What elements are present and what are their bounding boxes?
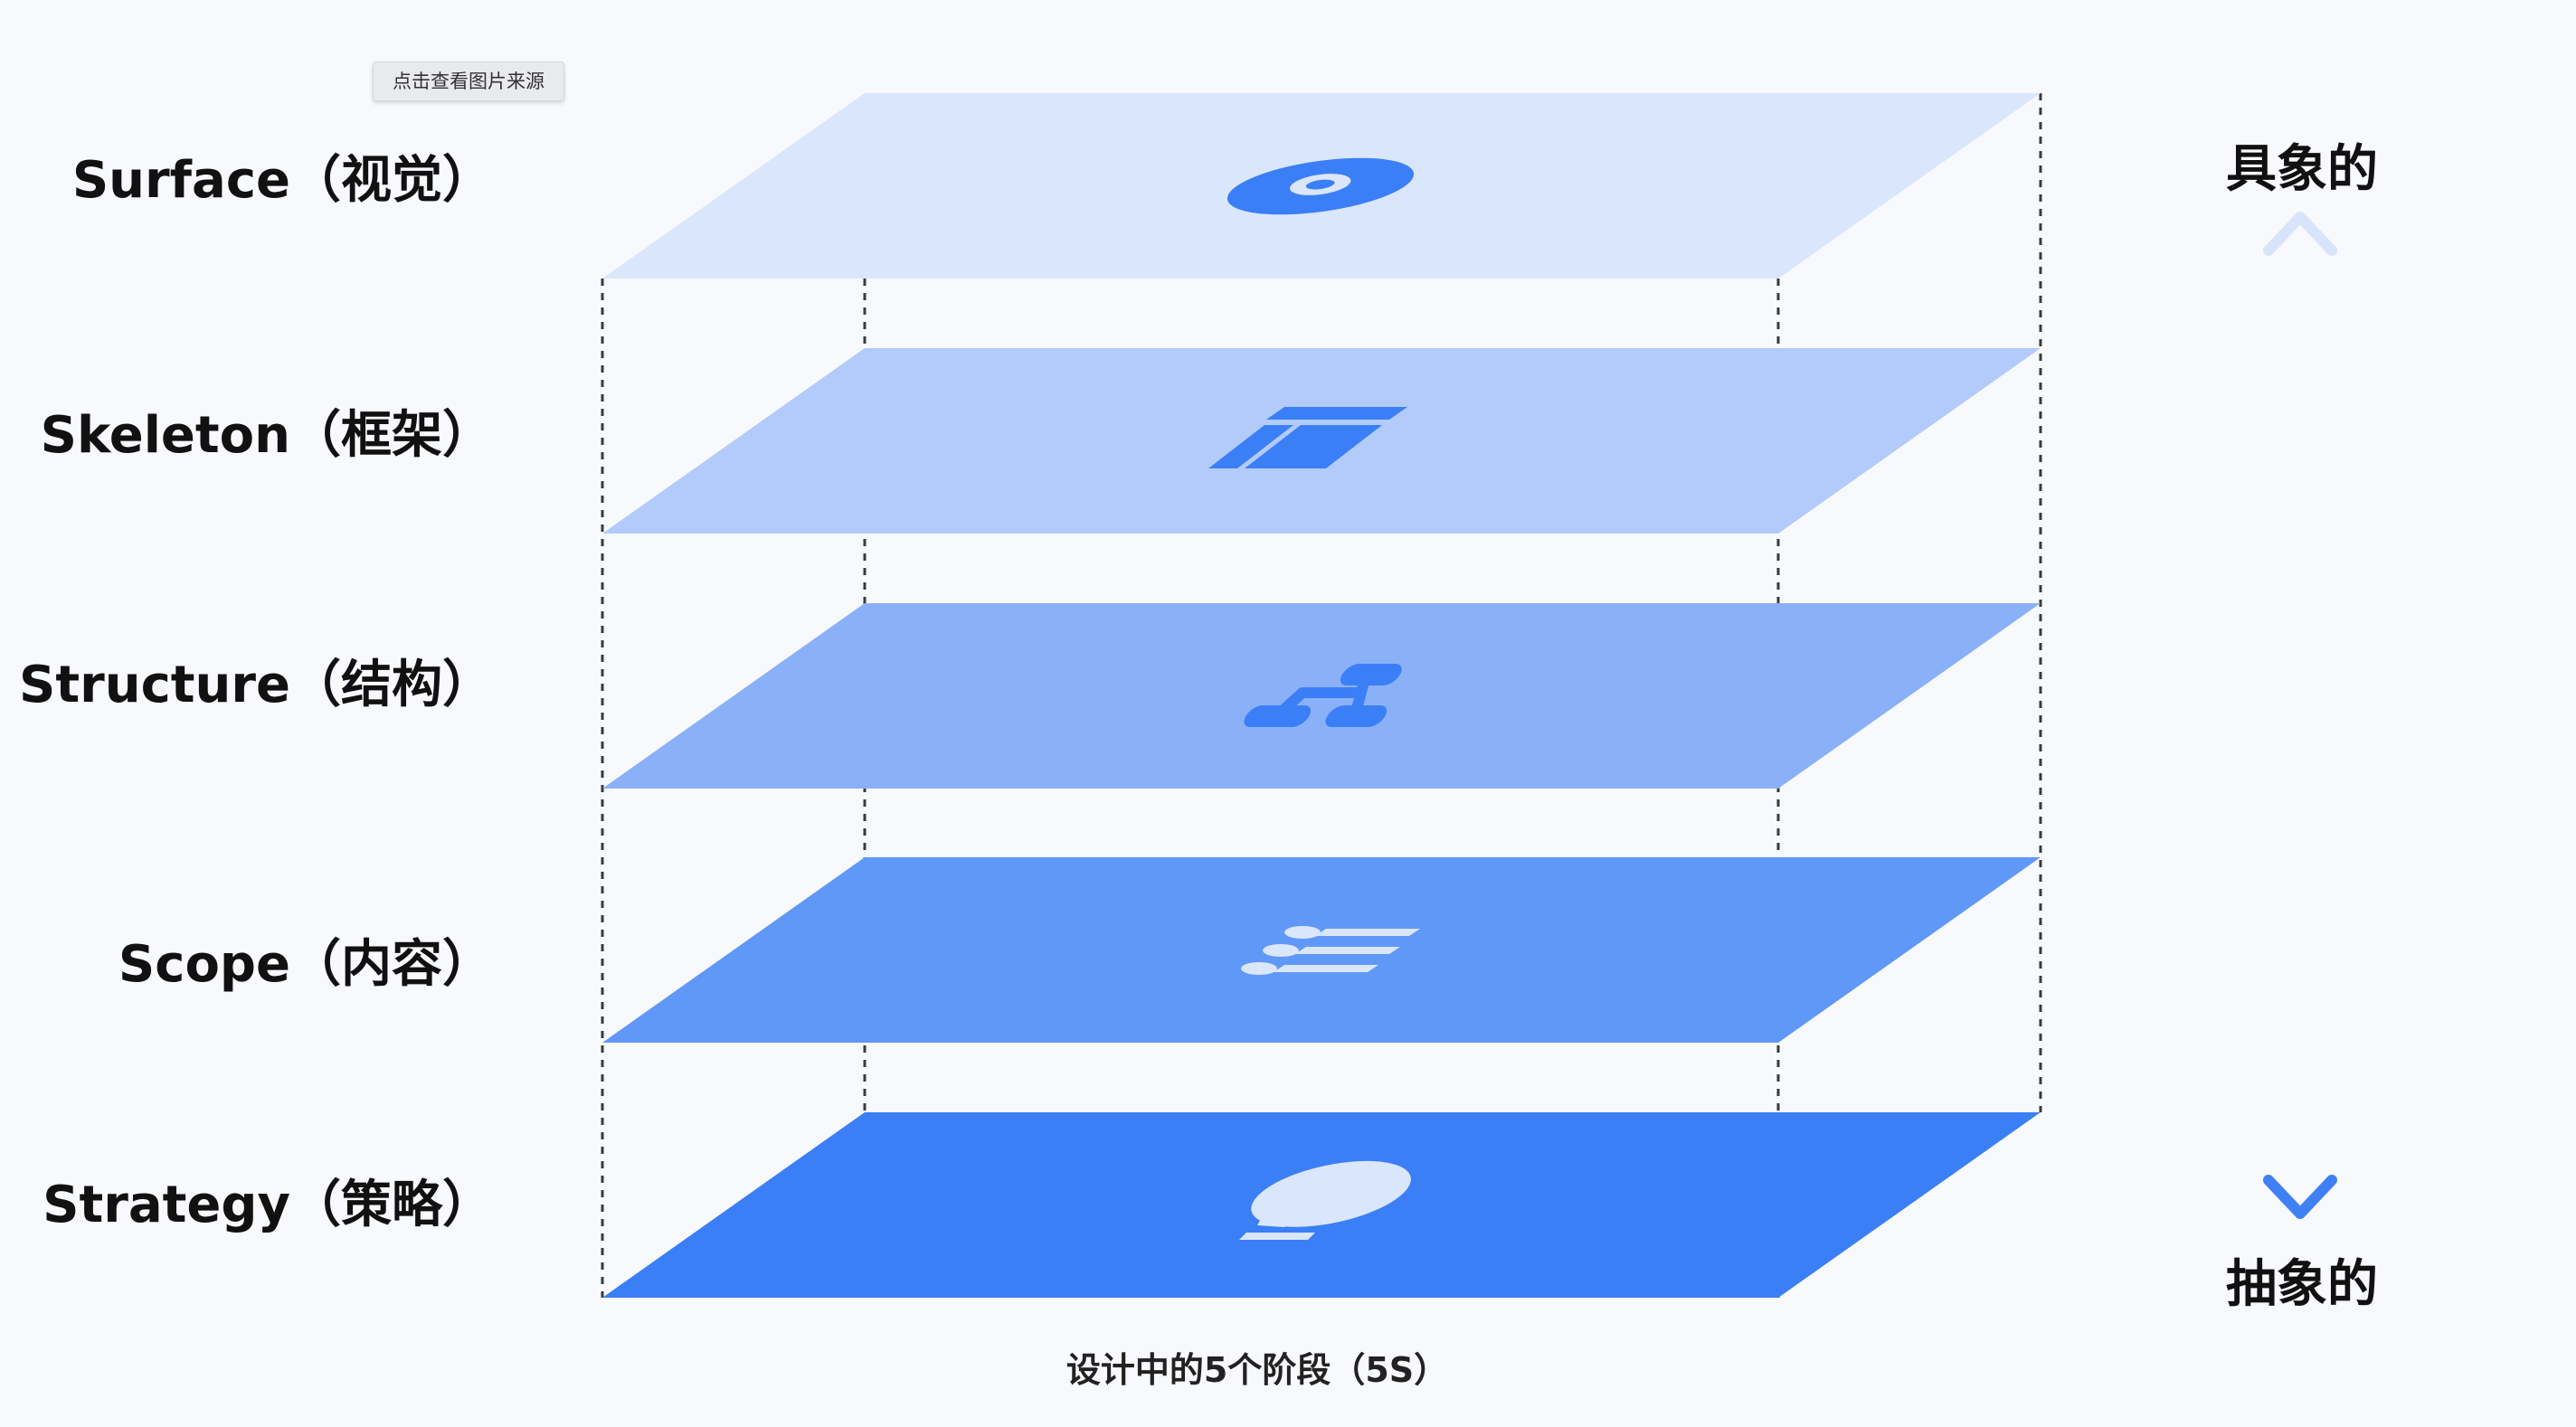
- diagram-caption: 设计中的5个阶段（5S）: [1065, 1350, 1449, 1390]
- lightbulb-icon: [1239, 1160, 1411, 1240]
- axis-label-abstract: 抽象的: [2226, 1255, 2378, 1314]
- axis-label-concrete: 具象的: [2226, 140, 2378, 199]
- list-icon: [1241, 926, 1420, 975]
- layout-icon: [1208, 407, 1407, 468]
- arrow-head-down: [2263, 1175, 2337, 1219]
- abstraction-axis-arrow: [2263, 212, 2337, 1219]
- eye-icon: [1226, 157, 1415, 215]
- layer-label-strategy: Strategy（策略）: [43, 1176, 493, 1234]
- plane-strategy: [602, 1112, 2041, 1298]
- layer-label-structure: Structure（结构）: [18, 656, 493, 714]
- plane-surface: [602, 93, 2041, 279]
- plane-structure: [602, 603, 2041, 789]
- arrow-head-up: [2263, 212, 2337, 256]
- image-source-button[interactable]: 点击查看图片来源: [373, 61, 564, 101]
- layer-label-surface: Surface（视觉）: [71, 151, 493, 210]
- flow-icon: [1244, 664, 1402, 727]
- plane-skeleton: [602, 348, 2041, 534]
- layer-label-skeleton: Skeleton（框架）: [40, 406, 493, 465]
- plane-scope: [602, 857, 2041, 1043]
- layer-label-scope: Scope（内容）: [118, 935, 493, 994]
